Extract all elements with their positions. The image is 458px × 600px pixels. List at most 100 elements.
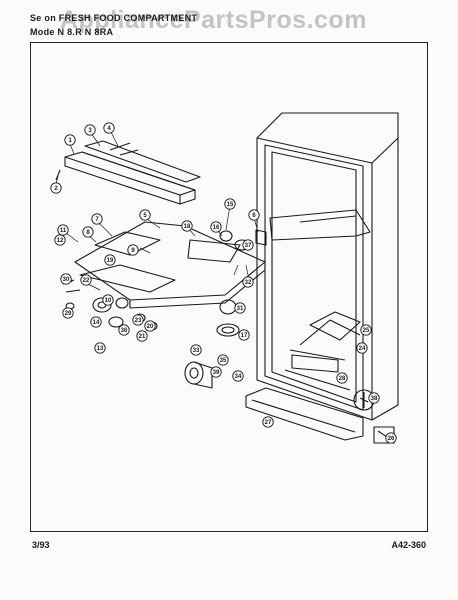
callout-circle [368, 392, 380, 404]
callout-18: 18 [181, 220, 193, 232]
callout-37: 37 [242, 239, 254, 251]
callout-circle [210, 221, 222, 233]
callout-number: 2 [54, 186, 58, 192]
callout-number: 22 [83, 278, 90, 284]
callout-circle [262, 416, 274, 428]
callout-number: 14 [93, 320, 100, 326]
callout-33: 33 [190, 344, 202, 356]
callout-circle [360, 324, 372, 336]
callout-24: 24 [356, 342, 368, 354]
callout-number: 29 [65, 311, 72, 317]
callout-11: 11 [57, 224, 69, 236]
callout-number: 36 [121, 328, 128, 334]
callout-number: 31 [237, 306, 244, 312]
callout-circle [102, 294, 114, 306]
callout-number: 26 [388, 436, 395, 442]
callout-21: 21 [136, 330, 148, 342]
callout-number: 32 [245, 280, 252, 286]
callout-circle [82, 226, 94, 238]
callout-circle [64, 134, 76, 146]
callout-number: 1 [68, 138, 72, 144]
callout-circle [62, 307, 74, 319]
callout-6: 6 [248, 209, 260, 221]
callout-number: 33 [193, 348, 200, 354]
callout-circle [385, 432, 397, 444]
callout-22: 22 [80, 274, 92, 286]
callout-circle [248, 209, 260, 221]
callout-number: 19 [107, 258, 114, 264]
revision-date: 3/93 [32, 540, 50, 550]
callout-circle [127, 244, 139, 256]
callout-number: 24 [359, 346, 366, 352]
callout-28: 28 [336, 372, 348, 384]
callout-number: 27 [265, 420, 272, 426]
callout-number: 37 [245, 243, 252, 249]
callout-7: 7 [91, 213, 103, 225]
callout-9: 9 [127, 244, 139, 256]
callout-circle [84, 124, 96, 136]
callout-number: 17 [241, 333, 248, 339]
callout-number: 38 [371, 396, 378, 402]
callout-circle [336, 372, 348, 384]
callout-circle [181, 220, 193, 232]
callout-39: 39 [210, 366, 222, 378]
callout-circle [80, 274, 92, 286]
callout-circle [190, 344, 202, 356]
callout-36: 36 [118, 324, 130, 336]
callout-circle [234, 302, 246, 314]
callout-number: 6 [252, 213, 256, 219]
callout-circle [60, 273, 72, 285]
callout-circle [144, 320, 156, 332]
callout-number: 21 [139, 334, 146, 340]
callout-number: 16 [213, 225, 220, 231]
callout-circle [242, 239, 254, 251]
callout-circle [132, 314, 144, 326]
callout-circle [103, 122, 115, 134]
callout-circle [238, 329, 250, 341]
callout-12: 12 [54, 234, 66, 246]
section-title: Se on FRESH FOOD COMPARTMENT [30, 13, 198, 23]
callout-circle [54, 234, 66, 246]
callout-16: 16 [210, 221, 222, 233]
callout-circle [217, 354, 229, 366]
callout-17: 17 [238, 329, 250, 341]
callout-5: 5 [139, 209, 151, 221]
callout-number: 23 [135, 318, 142, 324]
callout-13: 13 [94, 342, 106, 354]
callout-circle [94, 342, 106, 354]
watermark-text: AppliancePartsPros.com [60, 6, 367, 34]
callout-number: 18 [184, 224, 191, 230]
callout-number: 9 [131, 248, 135, 254]
callout-number: 35 [220, 358, 227, 364]
callout-circle [242, 276, 254, 288]
callout-number: 4 [107, 126, 111, 132]
callout-circle [136, 330, 148, 342]
callout-14: 14 [90, 316, 102, 328]
callout-number: 20 [147, 324, 154, 330]
callout-4: 4 [103, 122, 115, 134]
callout-number: 39 [213, 370, 220, 376]
callout-2: 2 [50, 182, 62, 194]
callout-25: 25 [360, 324, 372, 336]
callout-19: 19 [104, 254, 116, 266]
callout-number: 30 [63, 277, 70, 283]
callout-number: 28 [339, 376, 346, 382]
bottom-grille [245, 387, 364, 441]
callout-number: 34 [235, 374, 242, 380]
top-channel-parts [64, 140, 201, 205]
callout-10: 10 [102, 294, 114, 306]
callout-circle [118, 324, 130, 336]
model-line: Mode N 8.R N 8RA [30, 27, 114, 37]
callout-number: 12 [57, 238, 64, 244]
callout-circle [356, 342, 368, 354]
callout-circle [232, 370, 244, 382]
callout-26: 26 [385, 432, 397, 444]
callout-number: 7 [95, 217, 99, 223]
callout-circle [104, 254, 116, 266]
callout-number: 15 [227, 202, 234, 208]
callout-31: 31 [234, 302, 246, 314]
callout-38: 38 [368, 392, 380, 404]
callout-circle [210, 366, 222, 378]
